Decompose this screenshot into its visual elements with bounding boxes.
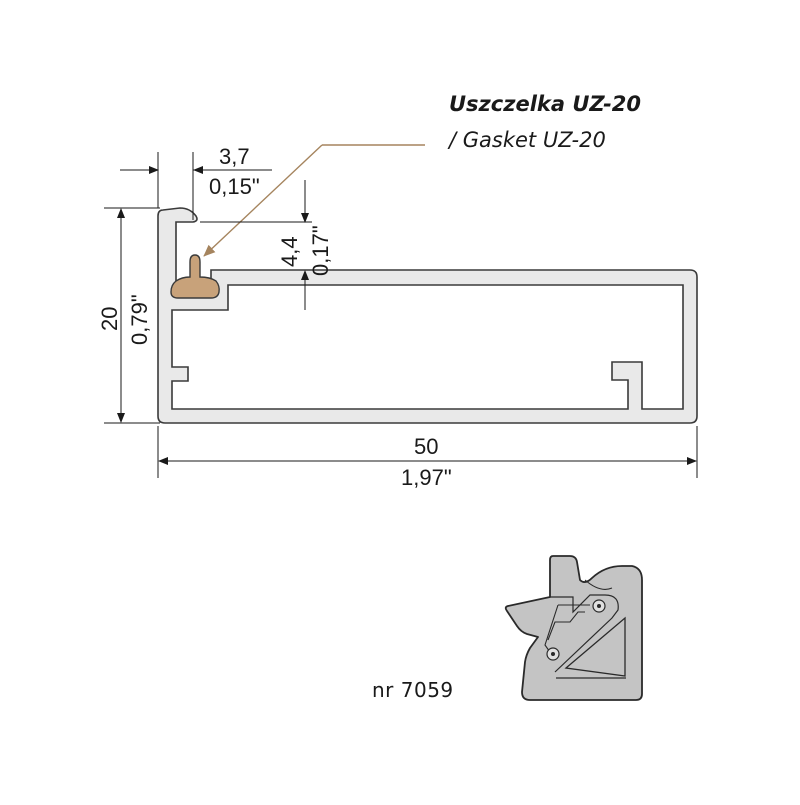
gasket-title: Uszczelka UZ-20: [449, 92, 642, 116]
corner-connector-body: [504, 555, 643, 701]
width-mm-label: 50: [414, 434, 438, 459]
width-in-label: 1,97": [401, 465, 452, 490]
dimension-width: 50 1,97": [157, 426, 698, 490]
offset-mm-label: 3,7: [219, 144, 250, 169]
part-number: nr 7059: [372, 678, 454, 702]
height-mm-label: 20: [97, 307, 122, 331]
gap-mm-label: 4,4: [277, 236, 302, 267]
gasket-leader: [203, 144, 425, 257]
offset-in-label: 0,15": [209, 174, 260, 199]
gasket-uz20: [170, 254, 220, 299]
profile-inner-chamber: [171, 284, 684, 410]
profile-cross-section: [157, 207, 698, 424]
gasket-subtitle: / Gasket UZ-20: [449, 128, 606, 152]
dimension-gap: 4,4 0,17": [200, 180, 333, 310]
height-in-label: 0,79": [127, 294, 152, 345]
dimension-offset: 3,7 0,15": [120, 144, 272, 220]
gap-in-label: 0,17": [308, 225, 333, 276]
dimension-height: 20 0,79": [97, 207, 160, 424]
corner-connector-image: [504, 555, 643, 701]
